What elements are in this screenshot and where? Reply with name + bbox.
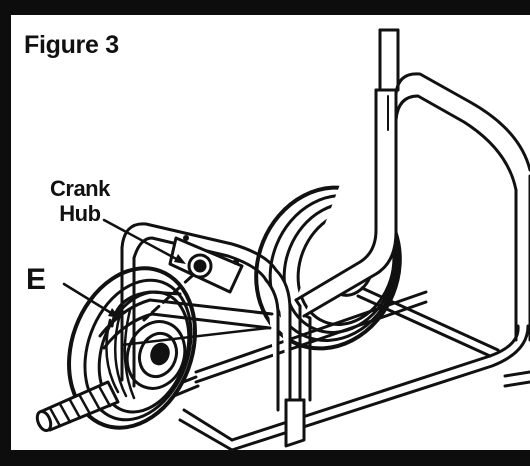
e-label: E <box>26 263 47 296</box>
figure-title: Figure 3 <box>24 31 119 59</box>
e-arrowhead <box>108 308 120 318</box>
crank-hub-leader-line <box>102 218 184 264</box>
handle-frame <box>294 28 530 342</box>
crank-dashed-guide <box>142 274 194 322</box>
e-leader-line <box>62 282 118 318</box>
crank-hub-label: Crank Hub <box>50 176 110 226</box>
crank-hub-label-line1: Crank <box>50 176 110 201</box>
crank-hub-arrowhead <box>174 254 186 264</box>
hose-end <box>35 380 120 433</box>
crank-hub-label-line2: Hub <box>59 201 101 226</box>
